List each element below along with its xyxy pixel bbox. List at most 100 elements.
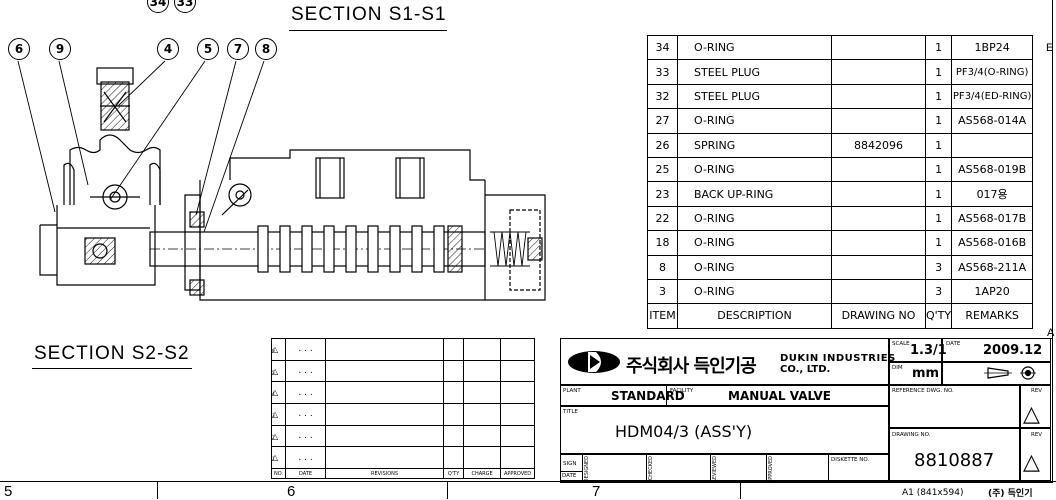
parts-cell-drawing-no <box>831 254 926 280</box>
parts-cell-qty: 1 <box>924 83 953 110</box>
parts-cell-drawing-no <box>831 181 926 207</box>
drawing-rev-triangle-icon: △ <box>1023 450 1040 475</box>
revision-date: . . . <box>285 424 327 448</box>
reference-label: REFERENCE DWG. NO. <box>892 388 954 394</box>
revision-empty-cell <box>443 403 465 426</box>
frame-zone-6: 6 <box>287 483 296 500</box>
parts-cell-qty: 1 <box>924 181 953 207</box>
company-name-english-1: DUKIN INDUSTRIES <box>780 353 896 364</box>
parts-cell-qty: 1 <box>924 230 953 256</box>
parts-cell-description: O-RING <box>677 34 832 61</box>
revision-empty-cell <box>500 446 536 470</box>
drawing-no-label: DRAWING NO. <box>892 432 931 438</box>
reference-rev-label: REV <box>1031 388 1043 394</box>
revision-empty-cell <box>325 403 445 426</box>
revision-empty-cell <box>500 338 536 361</box>
revision-date: . . . <box>285 359 327 383</box>
parts-cell-drawing-no <box>831 83 926 110</box>
parts-cell-remarks: PF3/4(O-RING) <box>951 59 1034 85</box>
title-label: TITLE <box>563 409 578 415</box>
parts-header-remarks: REMARKS <box>951 303 1034 329</box>
parts-cell-remarks: AS568-016B <box>951 230 1034 256</box>
revision-date: . . . <box>285 446 327 470</box>
parts-cell-item: 27 <box>647 108 678 134</box>
frame-right-border <box>1052 0 1053 480</box>
frame-tick-3 <box>740 481 741 499</box>
revision-date: . . . <box>285 381 327 405</box>
revision-empty-cell <box>463 338 502 361</box>
callout-5: 5 <box>197 38 219 60</box>
revision-mark-icon: △5 <box>270 359 287 383</box>
parts-cell-qty: 1 <box>924 108 953 134</box>
revision-header-date: DATE <box>285 468 327 480</box>
revision-empty-cell <box>325 359 445 383</box>
parts-cell-description: STEEL PLUG <box>677 83 832 110</box>
dim-label: DIM <box>892 365 903 371</box>
revision-row: △2. . . <box>270 424 536 448</box>
parts-cell-description: O-RING <box>677 230 832 256</box>
sign-date-label: DATE <box>562 473 577 479</box>
parts-cell-item: 3 <box>647 278 678 305</box>
parts-cell-item: 25 <box>647 156 678 183</box>
drawing-rev-label: REV <box>1031 432 1043 438</box>
sheet-size: A1 (841x594) <box>902 488 964 498</box>
revision-header-revisions: REVISIONS <box>325 468 445 480</box>
checked-label: CHECKED <box>648 456 654 481</box>
frame-corner-mark: (주) 득인기 <box>988 489 1033 499</box>
frame-tick-1 <box>157 481 158 499</box>
parts-cell-description: O-RING <box>677 156 832 183</box>
reference-rev-triangle-icon: △ <box>1023 402 1040 427</box>
scale-label: SCALE <box>892 341 910 347</box>
parts-cell-qty: 3 <box>924 278 953 305</box>
revision-date: . . . <box>285 403 327 426</box>
revision-row: △1. . . <box>270 446 536 470</box>
section-s1-underline <box>289 30 447 31</box>
parts-header-qty: Q'TY <box>924 303 953 329</box>
date-label: DATE <box>946 341 961 347</box>
parts-header-drawing-no: DRAWING NO <box>831 303 926 329</box>
section-s1-title: SECTION S1-S1 <box>291 4 447 25</box>
parts-cell-remarks: AS568-211A <box>951 254 1034 280</box>
callout-7: 7 <box>227 38 249 60</box>
revision-row: △3. . . <box>270 403 536 426</box>
revision-mark-icon: △3 <box>270 403 287 426</box>
revision-empty-cell <box>325 424 445 448</box>
parts-cell-remarks: AS568-014A <box>951 108 1034 134</box>
callout-8: 8 <box>255 38 277 60</box>
revision-triangle-icon: △ <box>272 366 279 376</box>
frame-side-marker-a: A <box>1047 327 1055 339</box>
frame-zone-5: 5 <box>4 483 13 500</box>
revision-mark-number: 3 <box>272 412 275 418</box>
parts-header-item: ITEM <box>647 303 678 329</box>
revision-row: △5. . . <box>270 359 536 383</box>
revision-header-qty: Q'TY <box>443 468 465 480</box>
parts-cell-description: O-RING <box>677 254 832 280</box>
revisions-table: △6. . .△5. . .△4. . .△3. . .△2. . .△1. .… <box>270 338 536 480</box>
parts-cell-drawing-no <box>831 230 926 256</box>
revision-row: △4. . . <box>270 381 536 405</box>
revision-mark-icon: △2 <box>270 424 287 448</box>
parts-cell-drawing-no <box>831 278 926 305</box>
parts-cell-item: 23 <box>647 181 678 207</box>
parts-cell-remarks: AS568-017B <box>951 205 1034 232</box>
revision-mark-number: 2 <box>272 434 275 440</box>
revision-empty-cell <box>443 381 465 405</box>
drawing-no-cell <box>889 428 1020 481</box>
sign-label: SIGN <box>563 461 577 467</box>
projection-cell <box>942 362 1051 385</box>
parts-cell-item: 33 <box>647 59 678 85</box>
facility-value: MANUAL VALVE <box>728 389 831 403</box>
scale-value: 1.3/1 <box>910 343 947 358</box>
revision-empty-cell <box>463 381 502 405</box>
revision-header-charge: CHARGE <box>463 468 502 480</box>
plant-cell <box>560 385 889 406</box>
revision-empty-cell <box>463 359 502 383</box>
parts-cell-qty: 1 <box>924 34 953 61</box>
revision-mark-number: 6 <box>272 347 275 353</box>
section-s2-underline <box>32 368 192 369</box>
